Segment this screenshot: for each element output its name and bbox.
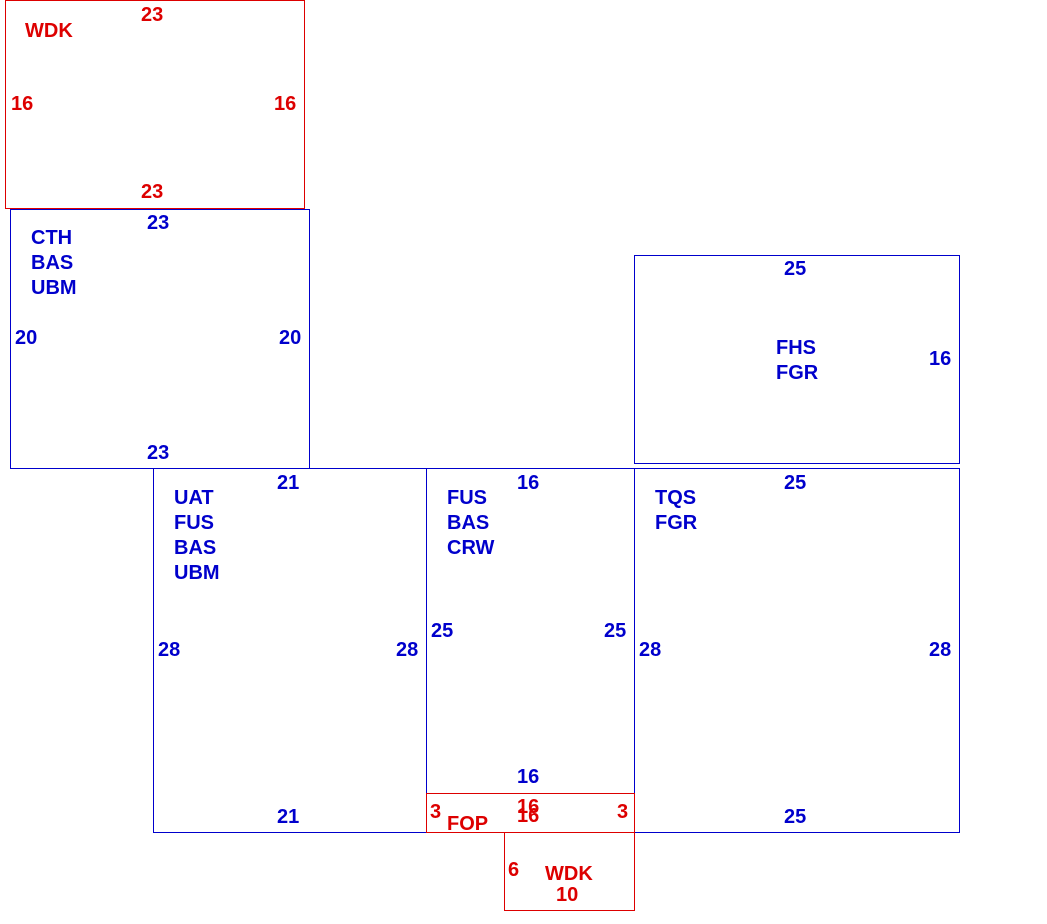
dimension-bottom: 23 xyxy=(147,442,170,464)
dimension-left: 25 xyxy=(431,620,454,642)
dimension-top: 23 xyxy=(147,212,170,234)
dimension-top: 21 xyxy=(277,472,300,494)
room-code: BAS xyxy=(447,512,490,534)
room-code: FOP xyxy=(447,813,489,835)
room-tqs-fgr xyxy=(634,468,960,833)
dimension-left: 3 xyxy=(430,801,442,823)
room-code: UBM xyxy=(174,562,220,584)
dimension-bottom: 25 xyxy=(784,806,807,828)
dimension-top: 25 xyxy=(784,472,807,494)
dimension-top: 23 xyxy=(141,4,164,26)
room-codes: UAT FUS BAS UBM xyxy=(174,486,220,586)
dimension-bottom: 16 xyxy=(517,766,540,788)
dimension-top: 25 xyxy=(784,258,807,280)
room-code: FGR xyxy=(655,512,698,534)
room-code: FGR xyxy=(776,362,819,384)
room-codes: CTH BAS UBM xyxy=(31,226,77,301)
room-codes: FUS BAS CRW xyxy=(447,486,494,561)
room-code: TQS xyxy=(655,487,697,509)
room-wdk-bottom xyxy=(504,832,635,911)
room-code: FHS xyxy=(776,337,816,359)
room-code: FUS xyxy=(447,487,487,509)
dimension-left: 20 xyxy=(15,327,38,349)
room-code: UBM xyxy=(31,277,77,299)
room-wdk-top xyxy=(5,0,305,209)
room-codes: FHS FGR xyxy=(776,336,818,386)
dimension-left: 28 xyxy=(158,639,181,661)
dimension-bottom: 21 xyxy=(277,806,300,828)
room-code: CTH xyxy=(31,227,73,249)
dimension-top: 16 xyxy=(517,796,540,818)
dimension-bottom: 23 xyxy=(141,181,164,203)
room-code: BAS xyxy=(174,537,217,559)
dimension-left: 28 xyxy=(639,639,662,661)
dimension-right: 16 xyxy=(929,348,952,370)
dimension-right: 28 xyxy=(396,639,419,661)
room-codes: TQS FGR xyxy=(655,486,697,536)
dimension-right: 28 xyxy=(929,639,952,661)
room-code: BAS xyxy=(31,252,74,274)
dimension-right: 20 xyxy=(279,327,302,349)
room-code: FUS xyxy=(174,512,214,534)
dimension-bottom: 10 xyxy=(556,884,579,906)
room-code: CRW xyxy=(447,537,495,559)
dimension-right: 25 xyxy=(604,620,627,642)
dimension-right: 3 xyxy=(617,801,629,823)
room-code: WDK xyxy=(545,863,593,885)
dimension-left: 16 xyxy=(11,93,34,115)
room-fhs-fgr xyxy=(634,255,960,464)
room-code: UAT xyxy=(174,487,214,509)
dimension-bottom: 16 xyxy=(517,805,540,827)
room-code: WDK xyxy=(25,20,73,42)
dimension-right: 16 xyxy=(274,93,297,115)
dimension-left: 6 xyxy=(508,859,520,881)
dimension-top: 16 xyxy=(517,472,540,494)
